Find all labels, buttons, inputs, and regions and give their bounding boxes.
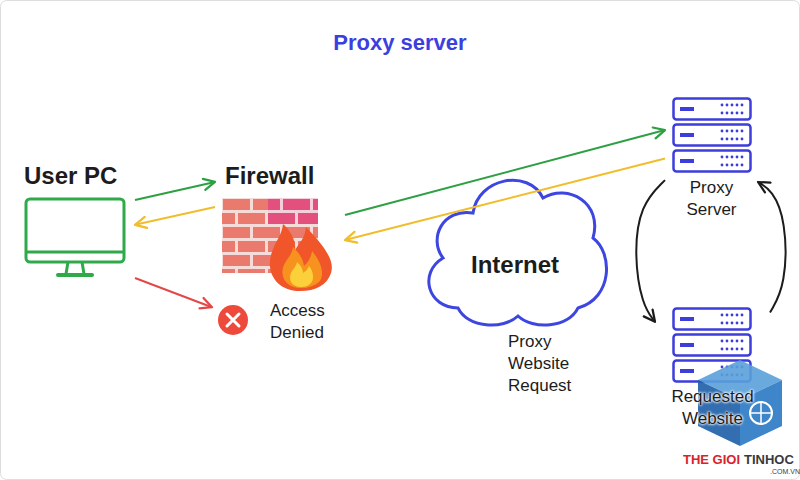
diagram-title: Proxy server — [0, 30, 800, 56]
flow-arrow — [135, 182, 215, 200]
node-label: Requested Website — [655, 386, 770, 430]
denied-cross — [227, 314, 239, 326]
monitor-icon — [26, 199, 124, 277]
flow-arrow — [345, 159, 665, 241]
curved-arrow — [636, 180, 665, 322]
flow-arrow — [135, 278, 212, 307]
node-label: Access Denied — [270, 300, 345, 344]
denied-circle — [218, 305, 248, 335]
monitor-screen — [26, 199, 124, 262]
watermark-text: THE GIOI — [683, 452, 745, 468]
node-label: Proxy Server — [665, 177, 758, 221]
watermark-text: .COM.VN — [770, 467, 800, 476]
node-label: User PC — [24, 162, 135, 190]
server-unit — [674, 335, 751, 356]
curved-arrow — [758, 182, 785, 313]
denied-icon — [218, 305, 248, 335]
server-unit — [674, 309, 751, 330]
monitor-chin — [26, 251, 124, 254]
watermark-text: TINHOC — [744, 452, 800, 468]
firewall-icon — [222, 198, 332, 291]
internet-cloud: Internet — [418, 158, 612, 332]
computer-node: User PC — [20, 160, 135, 280]
flame-outer — [270, 224, 332, 291]
flow-arrow — [135, 207, 215, 225]
annotation-text: Proxy Website Request — [508, 331, 598, 397]
website-server-node: Requested Website — [655, 302, 770, 434]
server-unit — [674, 99, 751, 120]
node-label: Internet — [418, 251, 612, 279]
firewall-node: Firewall — [215, 160, 345, 280]
server-unit — [674, 125, 751, 146]
proxy-server-icon — [674, 99, 751, 172]
brick-wall-highlight — [268, 198, 318, 224]
node-label: Firewall — [225, 162, 345, 190]
monitor-stand — [66, 262, 84, 274]
flame-middle — [282, 247, 322, 288]
flame-inner — [290, 262, 313, 287]
monitor-base — [56, 273, 94, 277]
flow-arrow — [345, 130, 665, 215]
server-unit — [674, 151, 751, 172]
cloud-outline — [418, 158, 612, 332]
proxy-server-node: Proxy Server — [665, 95, 758, 222]
access-denied-node: Access Denied — [212, 298, 345, 344]
